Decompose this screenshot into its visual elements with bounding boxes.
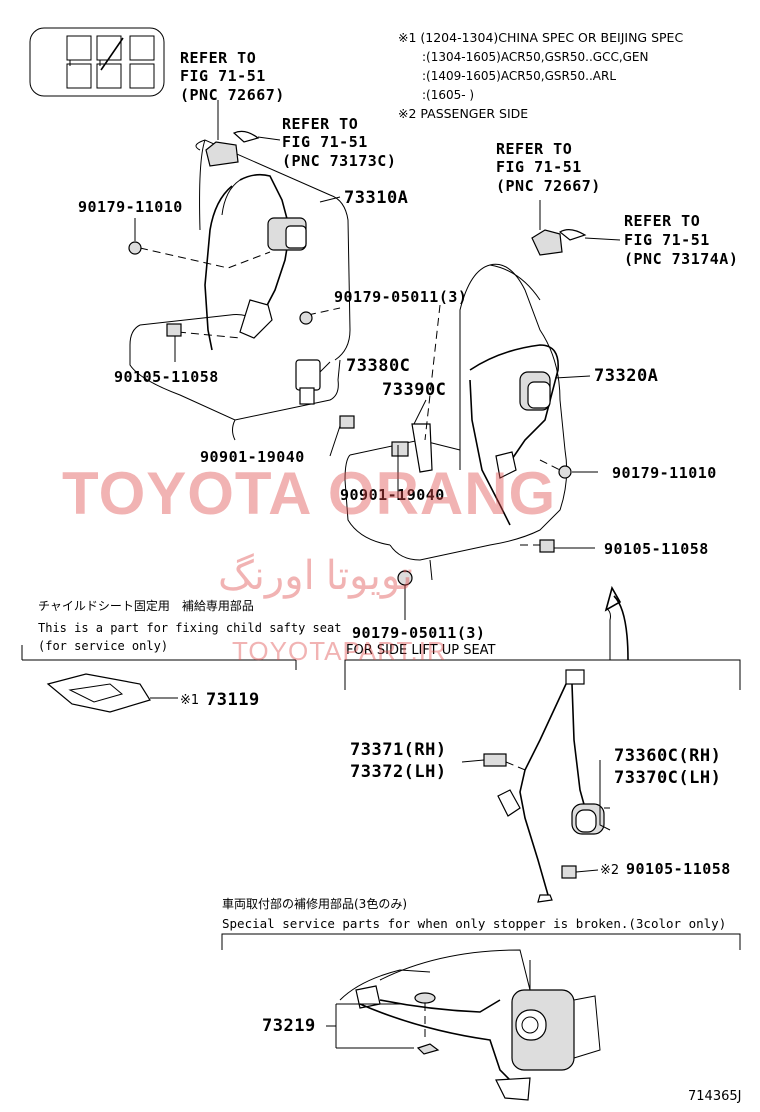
ref-2-line3: (PNC 73173C)	[282, 152, 397, 170]
bolt-90179-11010-a	[128, 218, 142, 255]
part-73372: 73372(LH)	[350, 762, 447, 782]
part-90105-11058-a: 90105-11058	[114, 368, 219, 386]
ref-2-line2: FIG 71-51	[282, 133, 368, 151]
part-73360C: 73360C(RH)	[614, 746, 722, 766]
part-73219: 73219	[262, 1016, 316, 1036]
note-1-line1: ※1 (1204-1304)CHINA SPEC OR BEIJING SPEC	[398, 30, 684, 45]
ref-2-line1: REFER TO	[282, 115, 359, 133]
special-service-jp: 車両取付部の補修用部品(3色のみ)	[222, 897, 407, 911]
bolt-90105-11058-a	[166, 323, 182, 362]
note-1-line4: :(1605- )	[422, 88, 475, 102]
part-90179-11010-a: 90179-11010	[78, 198, 183, 216]
part-90105-11058-b: 90105-11058	[604, 540, 709, 558]
nut-90179-05011-b	[397, 570, 413, 620]
watermark-site: TOYOTAPART.IR	[232, 636, 447, 666]
child-seat-jp: チャイルドシート固定用 補給専用部品	[38, 599, 254, 613]
ref-1-line1: REFER TO	[180, 49, 257, 67]
part-73390C: 73390C	[382, 380, 447, 400]
refer-cover-3	[531, 200, 621, 256]
part-73380C: 73380C	[346, 356, 411, 376]
part-73310A: 73310A	[344, 188, 409, 208]
ref-3-line2: FIG 71-51	[496, 158, 582, 176]
part-73119: 73119	[206, 690, 260, 710]
side-lift-caption: FOR SIDE LIFT UP SEAT	[346, 643, 496, 658]
ref-1-line2: FIG 71-51	[180, 67, 266, 85]
rear-seat-right	[344, 263, 568, 586]
part-90901-19040-b: 90901-19040	[340, 486, 445, 504]
watermark-main: TOYOTA ORANG	[62, 460, 557, 527]
watermark-persian: تویوتا اورنگ	[218, 554, 413, 598]
ref-4-line3: (PNC 73174A)	[624, 250, 739, 268]
part-90179-11010-b: 90179-11010	[612, 464, 717, 482]
part-73371: 73371(RH)	[350, 740, 447, 760]
nut-90179-05011-a	[299, 311, 313, 325]
part-73370C: 73370C(LH)	[614, 768, 722, 788]
nut-90179-11010-b	[558, 465, 598, 479]
bolt-90105-11058-b	[539, 539, 595, 553]
note-1-line3: :(1409-1605)ACR50,GSR50..ARL	[422, 69, 616, 83]
part-90105-11058-c: 90105-11058	[626, 860, 731, 878]
child-seat-en1: This is a part for fixing child safty se…	[38, 621, 342, 635]
part-90179-05011-a: 90179-05011(3)	[334, 288, 468, 306]
ref-3-line3: (PNC 72667)	[496, 177, 601, 195]
seat-layout-icon	[29, 27, 165, 97]
ref-4-line1: REFER TO	[624, 212, 701, 230]
child-seat-en2: (for service only)	[38, 639, 169, 653]
part-90105-11058-c-mark: ※2	[600, 863, 620, 878]
ref-4-line2: FIG 71-51	[624, 231, 710, 249]
part-73119-mark: ※1	[180, 693, 200, 708]
part-73320A: 73320A	[594, 366, 659, 386]
seat-belt-73360C	[461, 669, 611, 903]
front-seat-left	[129, 139, 351, 441]
stopper-73219	[326, 949, 601, 1101]
direction-arrow-icon	[604, 585, 629, 661]
figure-code: 714365J	[688, 1089, 742, 1104]
part-90179-05011-b: 90179-05011(3)	[352, 624, 486, 642]
ref-1-line3: (PNC 72667)	[180, 86, 285, 104]
part-90901-19040-a: 90901-19040	[200, 448, 305, 466]
refer-cover-1	[205, 100, 281, 167]
bolt-90901-19040-a	[329, 415, 355, 457]
ref-3-line1: REFER TO	[496, 140, 573, 158]
child-seat-part-73119	[46, 673, 178, 713]
note-2: ※2 PASSENGER SIDE	[398, 106, 529, 121]
special-service-en: Special service parts for when only stop…	[222, 916, 727, 931]
note-1-line2: :(1304-1605)ACR50,GSR50..GCC,GEN	[422, 50, 649, 64]
